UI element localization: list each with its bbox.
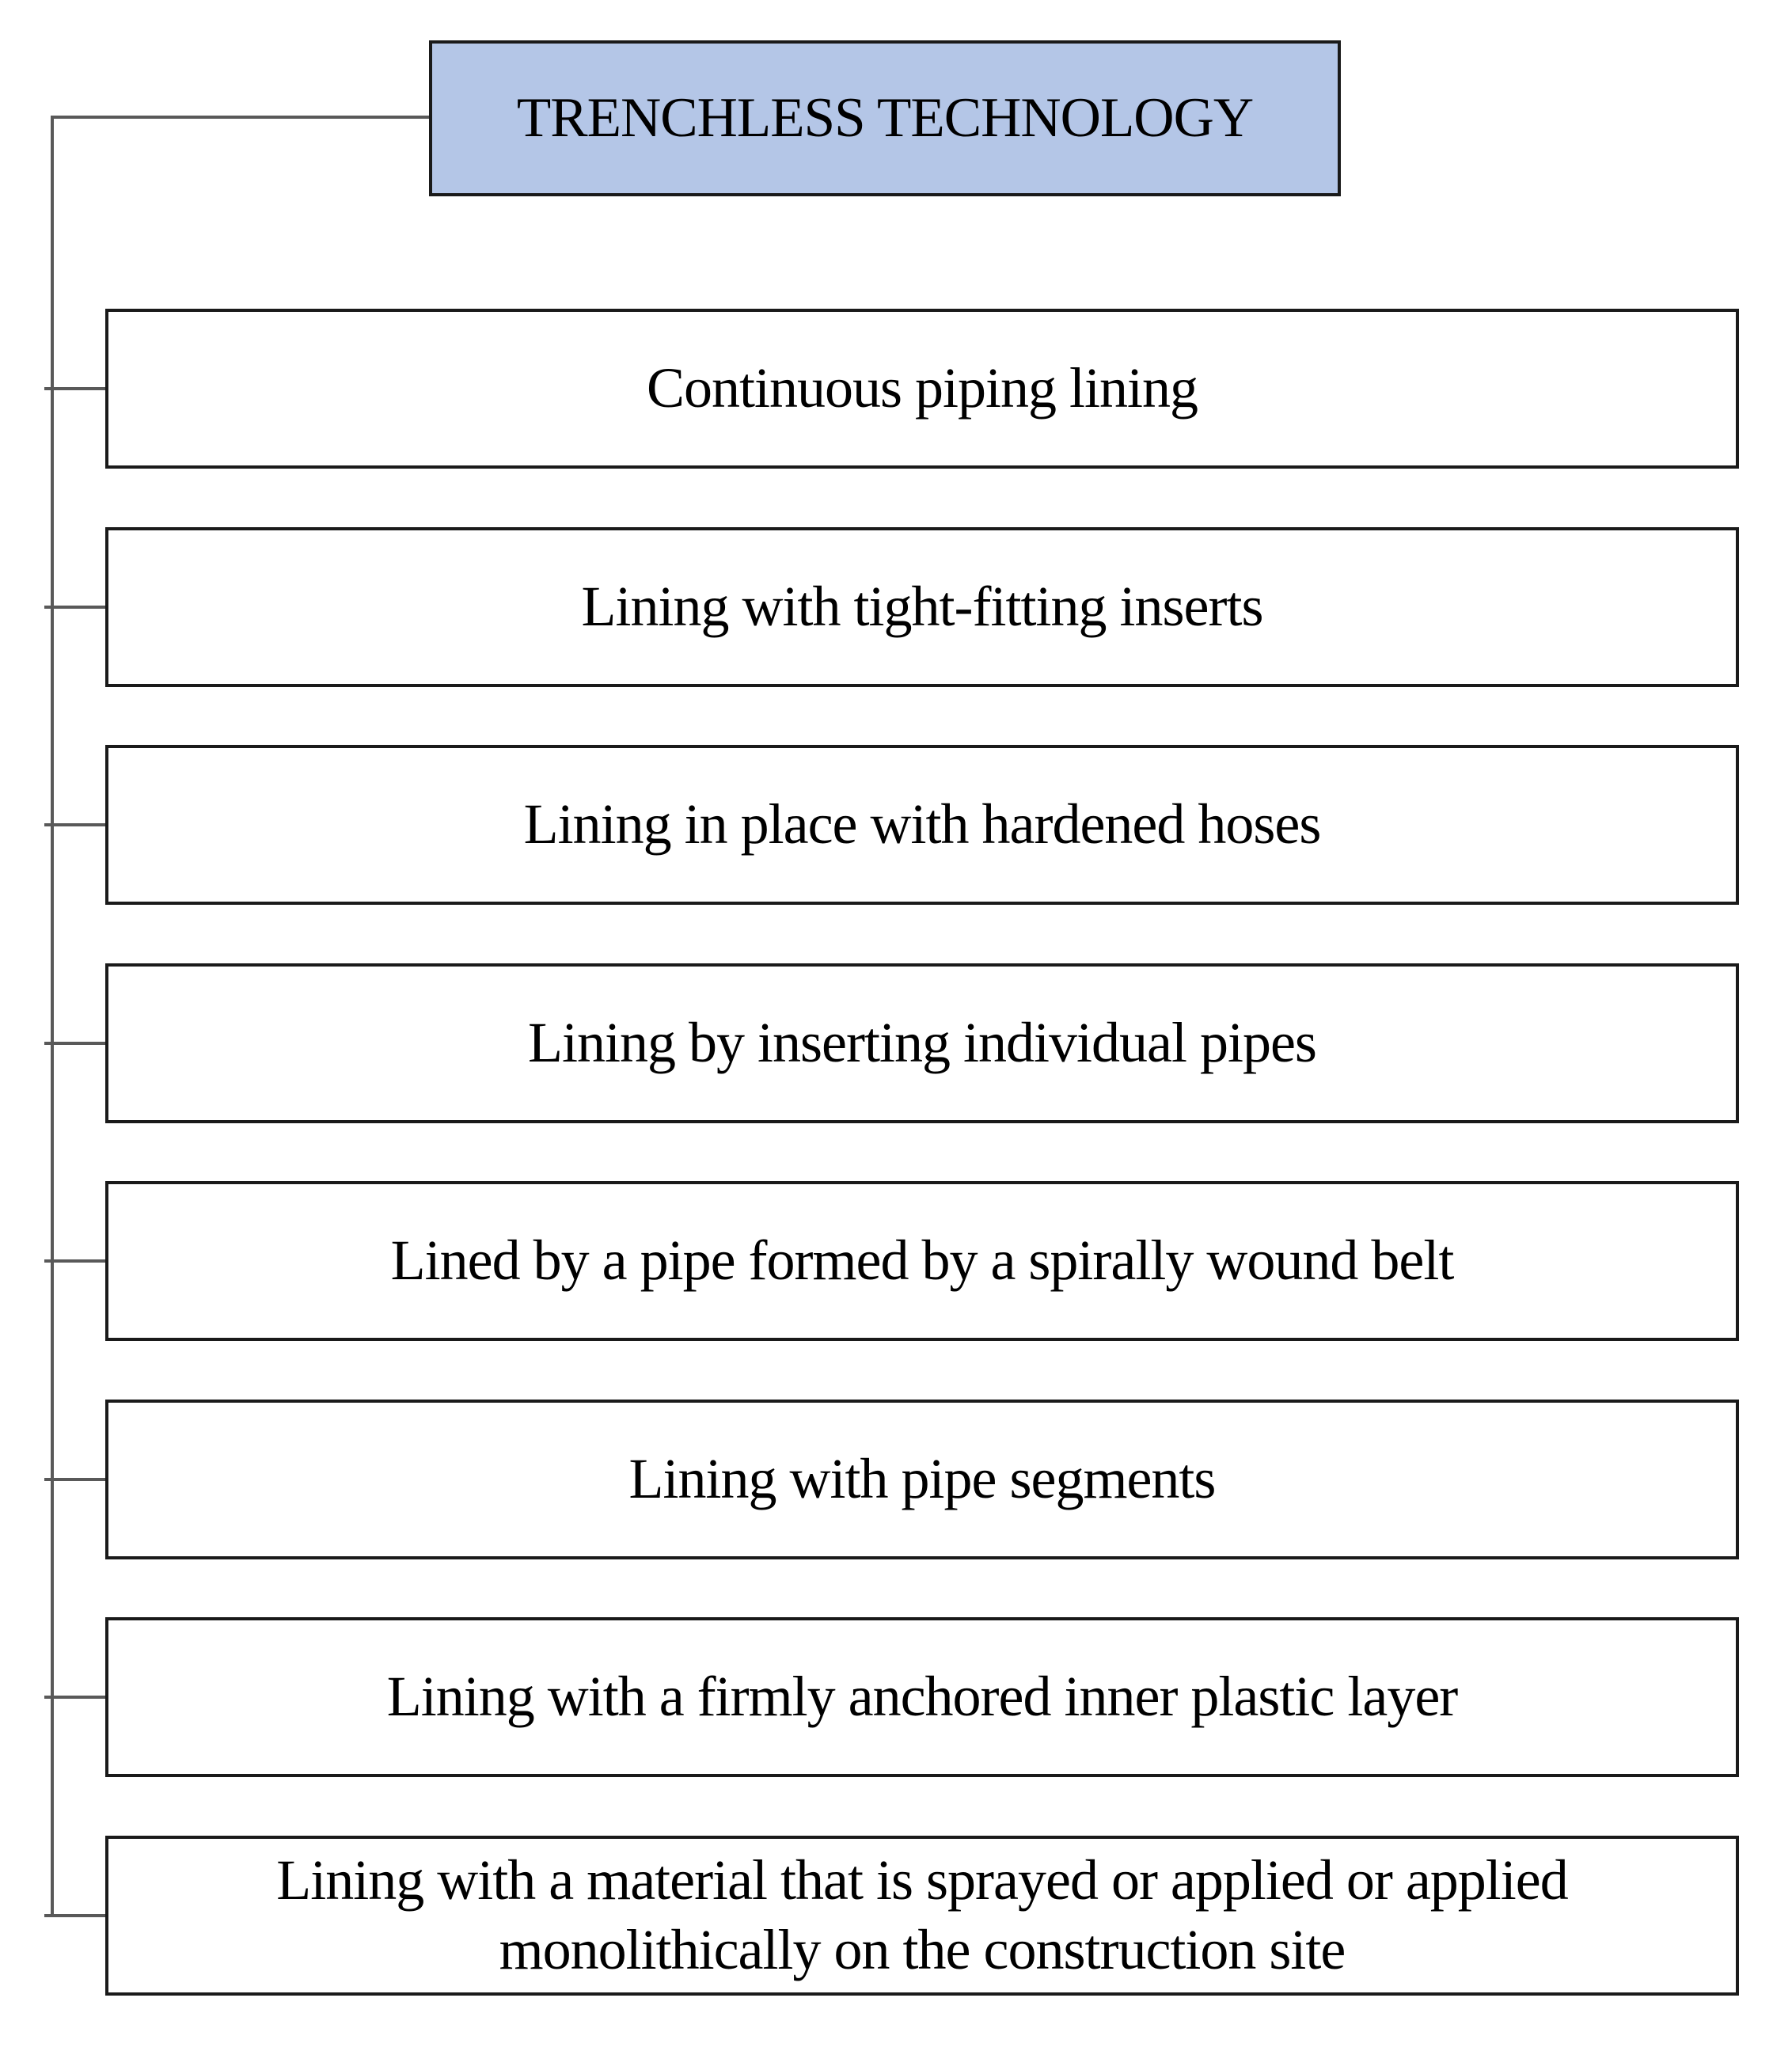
node-box-label: Lining with pipe segments: [628, 1447, 1217, 1511]
node-box-label: Lining with a material that is sprayed o…: [276, 1848, 1569, 1981]
node-box-hardened-hoses: Lining in place with hardened hoses: [105, 745, 1739, 905]
node-box-anchored-inner-plastic-layer: Lining with a firmly anchored inner plas…: [105, 1617, 1739, 1777]
node-box-individual-pipes: Lining by inserting individual pipes: [105, 963, 1739, 1123]
node-box-pipe-segments: Lining with pipe segments: [105, 1400, 1739, 1559]
node-box-label: Lining in place with hardened hoses: [523, 792, 1322, 856]
root-box-trenchless-technology: TRENCHLESS TECHNOLOGY: [429, 40, 1341, 196]
connector-branch-3: [44, 823, 105, 826]
connector-branch-5: [44, 1259, 105, 1263]
root-box-label: TRENCHLESS TECHNOLOGY: [516, 87, 1254, 149]
node-box-sprayed-or-applied-material: Lining with a material that is sprayed o…: [105, 1836, 1739, 1996]
connector-branch-8: [44, 1914, 105, 1917]
node-box-continuous-piping-lining: Continuous piping lining: [105, 309, 1739, 469]
connector-branch-1: [44, 387, 105, 390]
node-box-label: Lining with tight-fitting inserts: [581, 575, 1264, 639]
node-box-label: Lined by a pipe formed by a spirally wou…: [390, 1229, 1455, 1293]
node-box-label: Lining with a firmly anchored inner plas…: [386, 1665, 1459, 1729]
connector-branch-6: [44, 1478, 105, 1481]
node-box-spirally-wound-belt: Lined by a pipe formed by a spirally wou…: [105, 1181, 1739, 1341]
connector-branch-7: [44, 1696, 105, 1699]
connector-branch-2: [44, 606, 105, 609]
node-box-label: Continuous piping lining: [646, 356, 1198, 420]
connector-branch-4: [44, 1042, 105, 1045]
connector-branch-title: [51, 116, 429, 119]
connector-trunk-line: [51, 116, 54, 1917]
node-box-tight-fitting-inserts: Lining with tight-fitting inserts: [105, 527, 1739, 687]
node-box-label: Lining by inserting individual pipes: [528, 1011, 1317, 1075]
